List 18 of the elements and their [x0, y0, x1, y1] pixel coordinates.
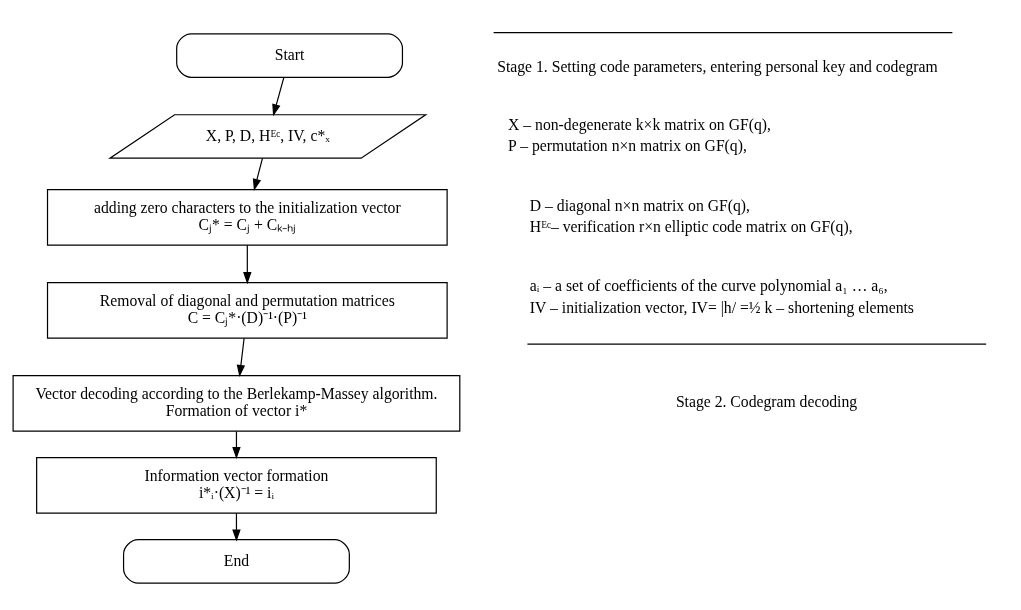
node-box: Start [176, 32, 404, 78]
label: X – non-degenerate k×k matrix on GF(q), [508, 115, 771, 133]
arrow [252, 157, 264, 191]
arrow [243, 244, 252, 284]
arrow [236, 337, 246, 377]
node-box: adding zero characters to the initialization vector Cⱼ* = Cⱼ + Cₖ₋ₕⱼ [46, 188, 448, 246]
label: P – permutation n×n matrix on GF(q), [508, 136, 747, 154]
label: Stage 2. Codegram decoding [675, 392, 858, 410]
label: aᵢ – a set of coefficients of the curve polynomial a₁ … a₆, [529, 277, 888, 294]
label: Hᴱᶜ– verification r×n elliptic code matrix on GF(q), [529, 217, 853, 235]
label: D – diagonal n×n matrix on GF(q), [529, 196, 750, 214]
label: IV – initialization vector, IV= |h/ =½ k – shortening elements [529, 298, 914, 316]
label: Stage 1. Setting code parameters, entering personal key and codegram [497, 57, 938, 75]
node-box: Removal of diagonal and permutation matrices C = Cⱼ*·(D)⁻¹·(P)⁻¹ [46, 281, 448, 339]
node-box: Information vector formation i*ᵢ·(X)⁻¹ = iᵢ [36, 456, 437, 514]
arrow [272, 76, 285, 116]
node-box: End [122, 538, 350, 584]
node-box: Vector decoding according to the Berlekamp-Massey algorithm. Formation of vector i* [12, 374, 461, 432]
